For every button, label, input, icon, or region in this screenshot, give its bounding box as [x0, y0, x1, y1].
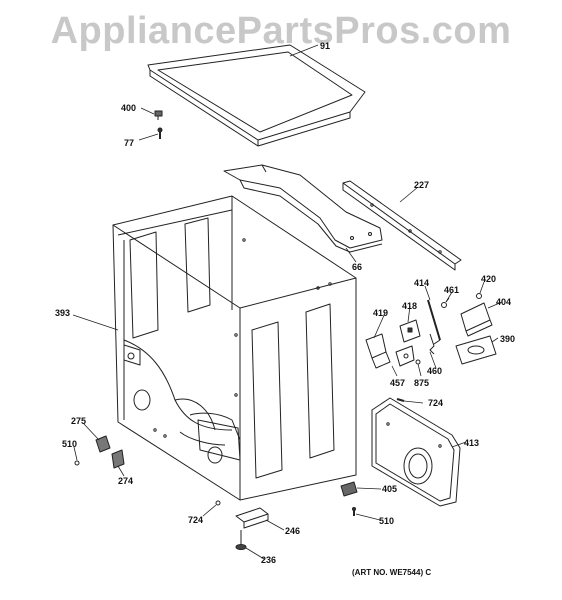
part-screw-875[interactable] [415, 359, 421, 365]
label-875: 875 [414, 378, 429, 388]
label-227: 227 [414, 180, 429, 190]
part-bracket-419[interactable] [365, 333, 391, 369]
part-405[interactable] [340, 481, 358, 497]
part-screw-724-a[interactable] [396, 398, 405, 402]
label-419: 419 [373, 308, 388, 318]
part-bracket-66[interactable] [223, 164, 383, 253]
part-screw-400[interactable] [154, 110, 163, 120]
label-724-a: 724 [428, 398, 443, 408]
leader-lines [72, 44, 503, 560]
label-390: 390 [500, 334, 515, 344]
label-724-b: 724 [188, 515, 203, 525]
watermark: AppliancePartsPros.com [50, 10, 512, 52]
label-414: 414 [414, 278, 429, 288]
label-510-b: 510 [379, 516, 394, 526]
part-clip-418[interactable] [399, 319, 421, 343]
label-66: 66 [352, 262, 362, 272]
part-foot-236[interactable] [235, 530, 247, 550]
label-510-a: 510 [62, 439, 77, 449]
label-405: 405 [382, 484, 397, 494]
part-labels: 91 400 77 66 227 393 414 461 420 404 419… [55, 41, 515, 565]
label-400: 400 [121, 103, 136, 113]
part-spring-460[interactable] [429, 333, 435, 355]
part-plate-390[interactable] [455, 335, 497, 365]
label-77: 77 [124, 138, 134, 148]
part-274[interactable] [111, 449, 125, 469]
label-461: 461 [444, 285, 459, 295]
part-246[interactable] [235, 507, 269, 529]
label-393: 393 [55, 308, 70, 318]
label-457: 457 [390, 378, 405, 388]
part-275[interactable] [95, 435, 111, 453]
label-236: 236 [261, 555, 276, 565]
part-screw-510-b[interactable] [352, 507, 356, 517]
art-number: (ART NO. WE7544) C [352, 568, 432, 577]
part-screw-420[interactable] [476, 293, 482, 299]
part-latch-414[interactable] [427, 299, 441, 345]
label-91: 91 [320, 41, 330, 51]
part-top-panel[interactable] [147, 44, 366, 147]
part-cabinet[interactable] [112, 195, 357, 501]
part-switch-457[interactable] [395, 345, 415, 367]
part-front-panel[interactable] [371, 397, 461, 507]
part-screw-510-a[interactable] [74, 460, 80, 466]
label-413: 413 [464, 438, 479, 448]
label-274: 274 [118, 476, 133, 486]
part-screw-77[interactable] [157, 127, 163, 139]
label-420: 420 [481, 274, 496, 284]
part-plate-404[interactable] [460, 302, 493, 337]
part-screw-724-b[interactable] [215, 500, 221, 506]
label-404: 404 [496, 297, 511, 307]
label-275: 275 [71, 416, 86, 426]
label-418: 418 [402, 301, 417, 311]
part-strip-227[interactable] [342, 180, 462, 271]
label-246: 246 [285, 526, 300, 536]
label-460: 460 [427, 366, 442, 376]
